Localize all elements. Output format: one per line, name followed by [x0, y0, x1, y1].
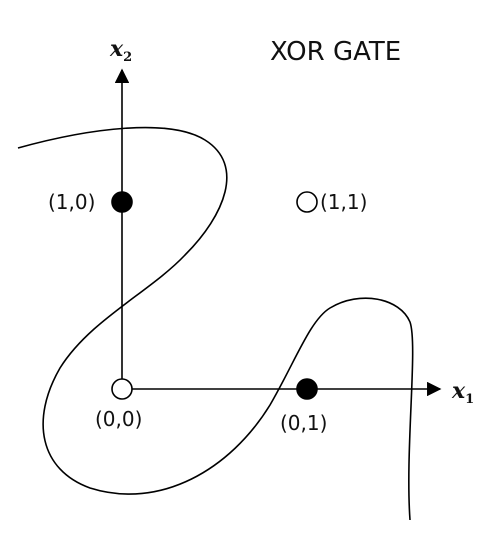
point-0-1-marker	[296, 378, 318, 400]
point-0-1-label: (0,1)	[280, 411, 327, 435]
point-1-0-label: (1,0)	[48, 190, 95, 214]
decision-boundary-curve	[17, 126, 414, 521]
y-axis-label-sub: 2	[123, 50, 132, 65]
point-0-0-marker	[111, 378, 133, 400]
diagram-title: XOR GATE	[270, 37, 401, 67]
point-1-0-marker	[111, 191, 133, 213]
x-axis-label-main: x	[451, 378, 466, 404]
y-axis-label: x2	[109, 36, 132, 65]
point-1-1-marker	[296, 191, 318, 213]
y-axis-label-main: x	[109, 36, 124, 62]
x-axis-label: x1	[451, 378, 474, 407]
point-1-1-label: (1,1)	[320, 190, 367, 214]
point-0-0-label: (0,0)	[95, 407, 142, 431]
x-axis-label-sub: 1	[465, 392, 474, 407]
